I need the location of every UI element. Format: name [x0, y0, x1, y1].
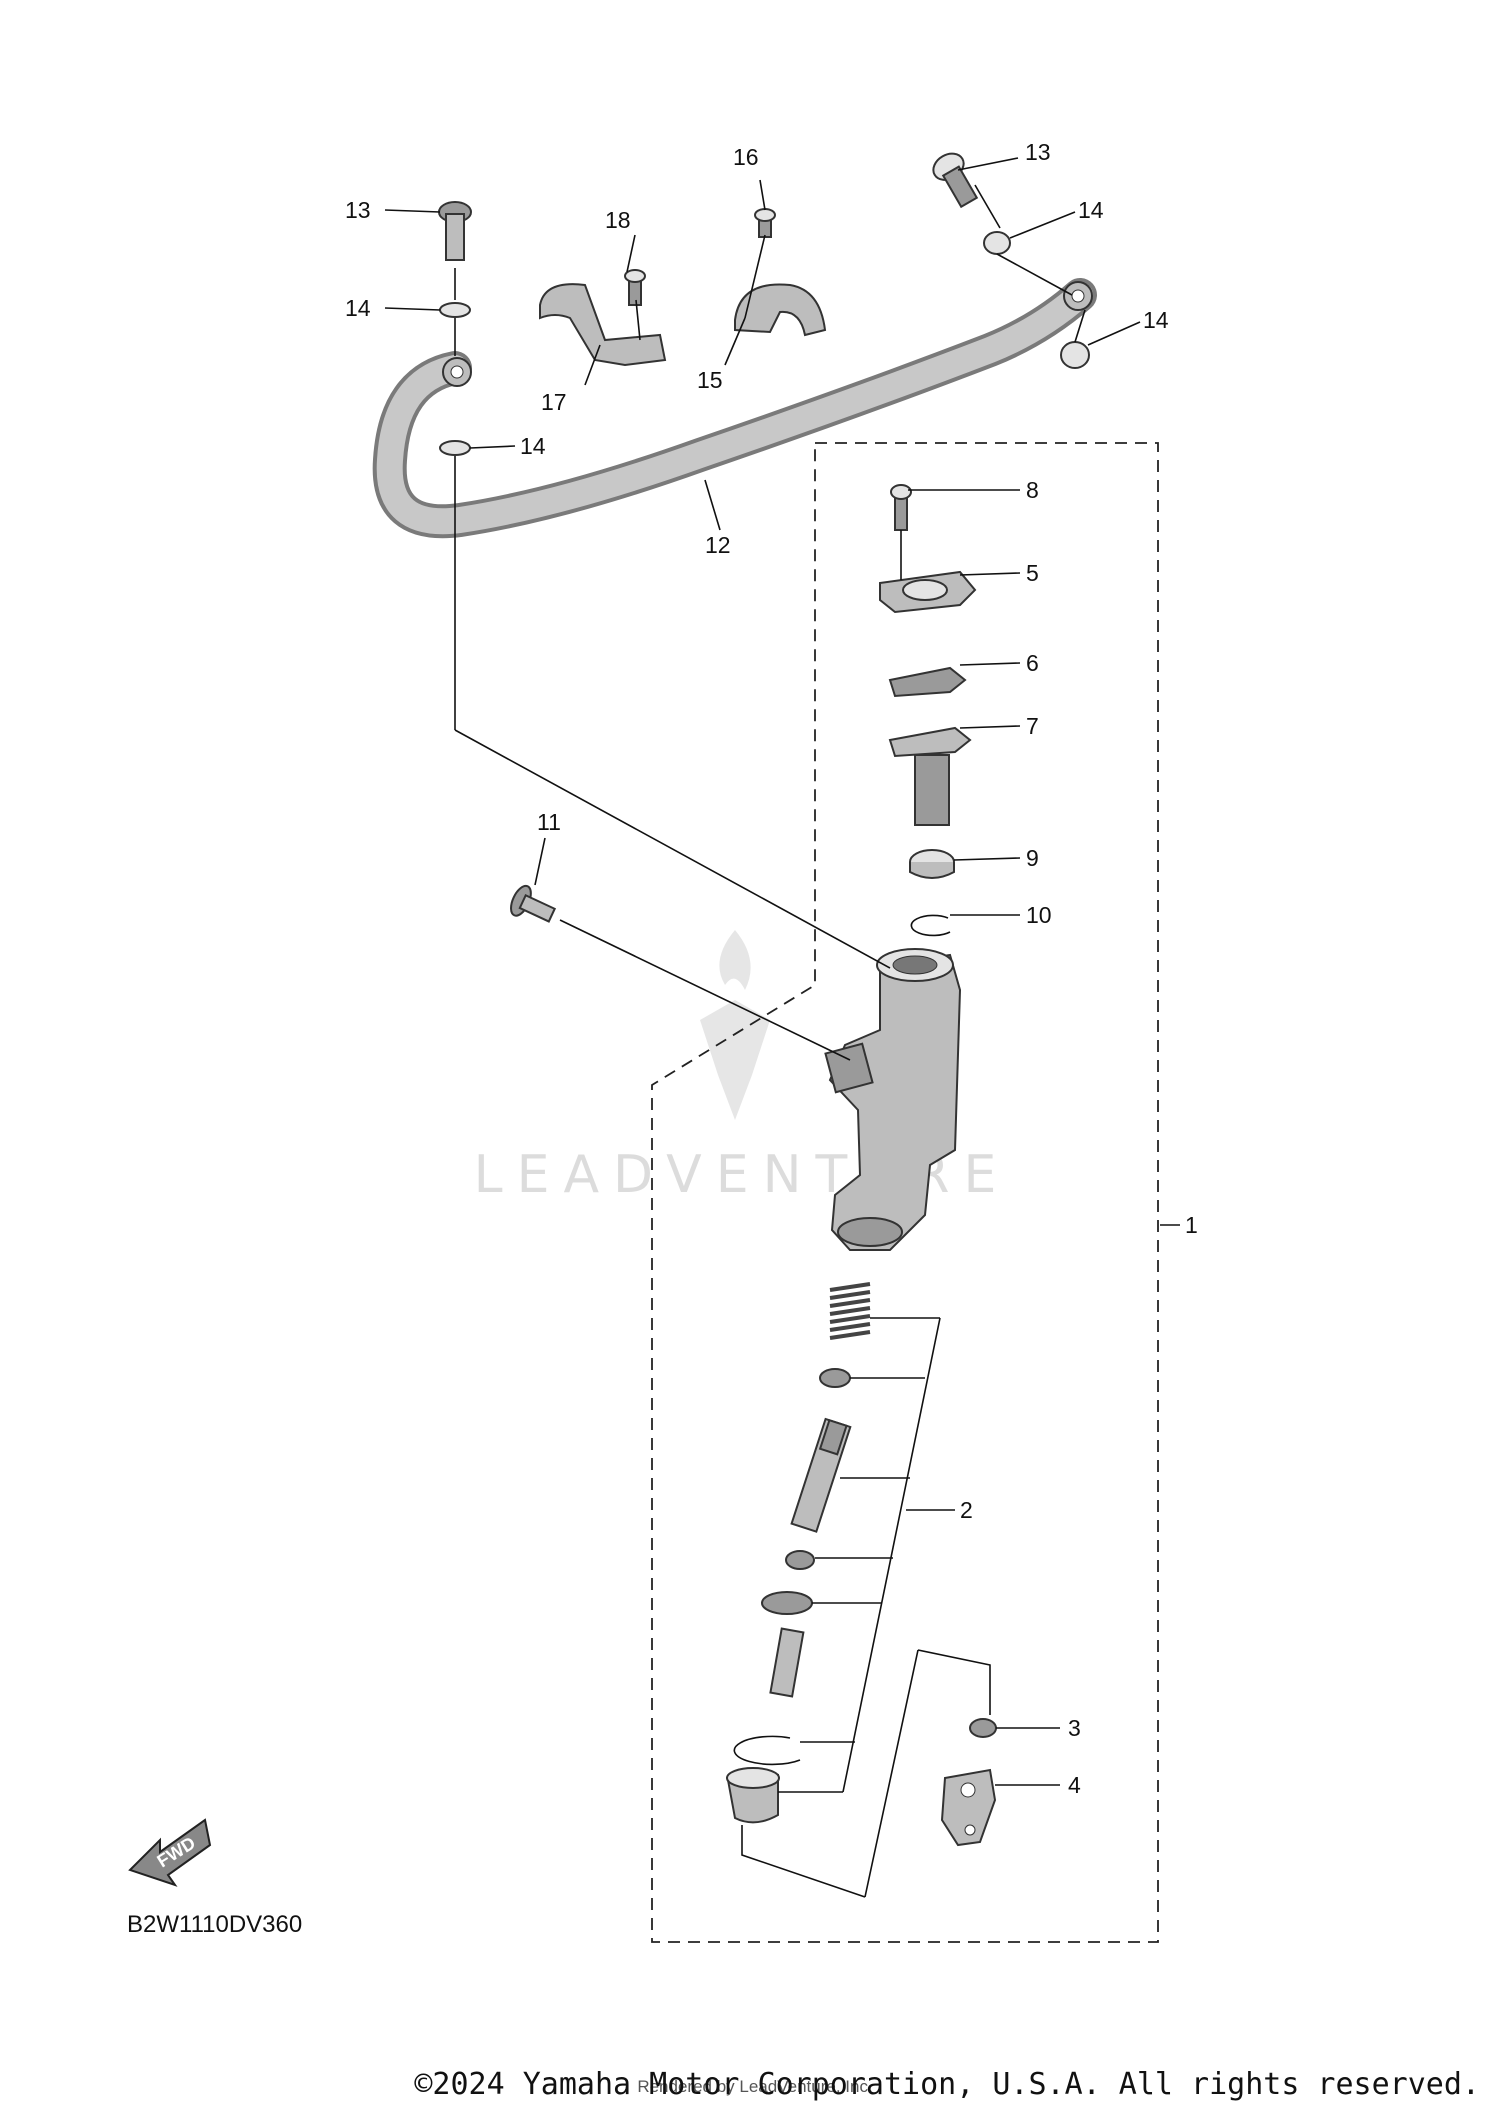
callout-14-right-top: 14 — [1078, 197, 1104, 223]
fwd-arrow-icon: FWD — [128, 1818, 212, 1887]
callout-13-right: 13 — [1025, 139, 1051, 165]
callout-4: 4 — [1068, 1772, 1081, 1798]
watermark-logo — [700, 930, 770, 1120]
callout-1: 1 — [1185, 1212, 1198, 1238]
callouts: 1 2 3 4 5 6 7 8 9 10 11 12 13 13 14 14 1… — [345, 139, 1198, 1798]
callout-10: 10 — [1026, 902, 1052, 928]
clevis-joint-4 — [940, 1768, 997, 1847]
callout-9: 9 — [1026, 845, 1039, 871]
bolt-11 — [510, 884, 557, 923]
callout-8: 8 — [1026, 477, 1039, 503]
leader-lines — [384, 157, 1180, 1898]
master-cylinder-body — [824, 948, 962, 1251]
callout-15: 15 — [697, 367, 723, 393]
cap-9 — [909, 849, 955, 879]
union-bolt-right — [932, 152, 979, 209]
hose-holder-15 — [734, 208, 827, 337]
push-rod — [761, 1591, 813, 1698]
callout-14-left-bottom: 14 — [520, 433, 546, 459]
callout-7: 7 — [1026, 713, 1039, 739]
diagram-code: B2W1110DV360 — [127, 1911, 302, 1938]
callout-12: 12 — [705, 532, 731, 558]
washer-14b — [983, 231, 1011, 255]
diaphragm-plate-6 — [888, 666, 967, 698]
circlip-2 — [733, 1735, 801, 1766]
union-bolt-left — [438, 201, 472, 261]
callout-16: 16 — [733, 144, 759, 170]
callout-14-left-top: 14 — [345, 295, 371, 321]
washer-14c — [439, 440, 471, 456]
cup-seal-1 — [819, 1368, 851, 1388]
callout-13-left: 13 — [345, 197, 371, 223]
rendered-by: Rendered by LeadVenture, Inc. — [637, 2077, 872, 2096]
copyright-notice: ©2024 Yamaha Motor Corporation, U.S.A. A… — [414, 2067, 1480, 2102]
cup-seal-2 — [785, 1550, 815, 1570]
callout-17: 17 — [541, 389, 567, 415]
assembly-boundary — [651, 442, 1159, 1943]
diaphragm-7 — [888, 726, 972, 826]
callout-18: 18 — [605, 207, 631, 233]
washer-14d — [1060, 341, 1090, 369]
washer-14a — [439, 302, 471, 318]
callout-5: 5 — [1026, 560, 1039, 586]
callout-3: 3 — [1068, 1715, 1081, 1741]
callout-11: 11 — [537, 809, 561, 835]
callout-6: 6 — [1026, 650, 1039, 676]
circlip-10 — [910, 914, 951, 937]
callout-14-right-bottom: 14 — [1143, 307, 1169, 333]
spring — [829, 1282, 871, 1340]
screw-8 — [890, 484, 912, 531]
callout-2: 2 — [960, 1497, 973, 1523]
nut-3 — [969, 1718, 997, 1738]
hose-clamp-17 — [539, 269, 667, 367]
boot — [726, 1767, 780, 1824]
piston — [790, 1417, 852, 1533]
